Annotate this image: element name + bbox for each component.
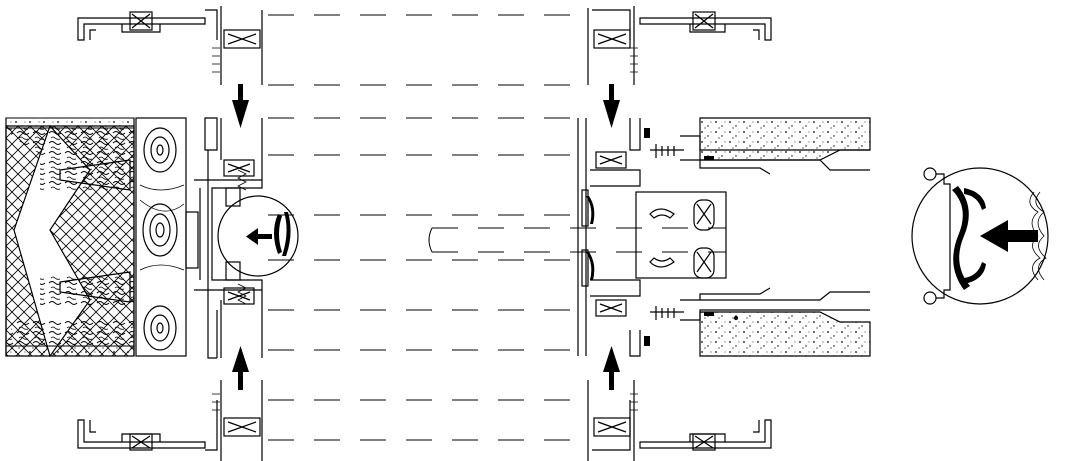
insulation-wall-block	[5, 117, 187, 357]
dashed-reference-lines	[268, 14, 588, 441]
arrow-left-large	[980, 220, 1038, 252]
gasket-detail-magnified	[911, 167, 1049, 305]
concrete-slab-upper	[680, 117, 871, 175]
top-left-frame-profile	[77, 6, 263, 85]
right-joint-profile	[577, 118, 684, 357]
bottom-right-frame-profile	[587, 380, 772, 461]
arrow-up-left	[232, 346, 249, 390]
arrow-down-right	[603, 84, 620, 128]
arrow-down-left	[232, 84, 249, 128]
bottom-left-frame-profile	[77, 380, 263, 461]
arrow-up-right	[603, 346, 620, 390]
connector-block	[428, 191, 727, 279]
top-right-frame-profile	[587, 6, 772, 85]
concrete-slab-lower	[680, 287, 871, 357]
left-joint-profile	[185, 117, 299, 359]
arrow-left-small	[246, 228, 272, 245]
